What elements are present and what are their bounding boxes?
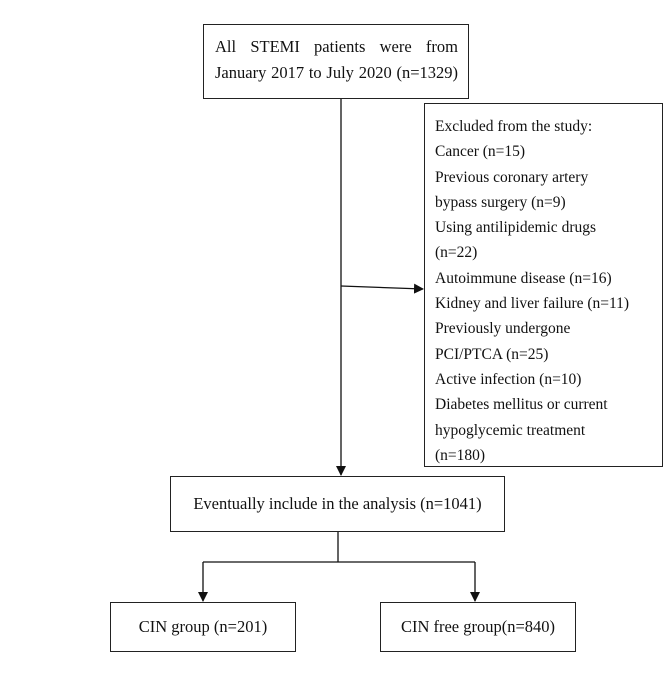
excluded-line: Previous coronary artery (435, 168, 589, 186)
excluded-line: (n=22) (435, 244, 478, 262)
excluded-line: Cancer (n=15) (435, 143, 526, 161)
excluded-line: Previously undergone (435, 320, 571, 338)
excluded-line: Active infection (n=10) (435, 370, 582, 388)
excluded-line: Using antilipidemic drugs (435, 219, 597, 237)
excluded-criteria-box: Excluded from the study: Cancer (n=15) P… (424, 103, 663, 467)
excluded-line: PCI/PTCA (n=25) (435, 345, 549, 363)
excluded-line: bypass surgery (n=9) (435, 193, 566, 211)
excluded-line: (n=180) (435, 446, 486, 464)
excluded-line: Kidney and liver failure (n=11) (435, 295, 630, 313)
all-stemi-patients-box: All STEMI patients were from January 201… (203, 24, 469, 99)
excluded-line: hypoglycemic treatment (435, 421, 586, 439)
cin-group-box: CIN group (n=201) (110, 602, 296, 652)
included-analysis-box: Eventually include in the analysis (n=10… (170, 476, 505, 532)
cin-free-group-text: CIN free group(n=840) (400, 617, 556, 636)
excluded-line-heading: Excluded from the study: (435, 118, 593, 135)
included-text: Eventually include in the analysis (n=10… (193, 494, 482, 513)
excluded-line: Diabetes mellitus or current (435, 396, 608, 414)
excluded-line: Autoimmune disease (n=16) (435, 269, 612, 287)
cin-group-text: CIN group (n=201) (138, 617, 268, 636)
start-line-2: January 2017 to July 2020 (n=1329) (215, 63, 458, 82)
start-line-1: All STEMI patients were from (215, 37, 458, 56)
arrow-to-excluded (340, 283, 424, 294)
cin-free-group-box: CIN free group(n=840) (380, 602, 576, 652)
